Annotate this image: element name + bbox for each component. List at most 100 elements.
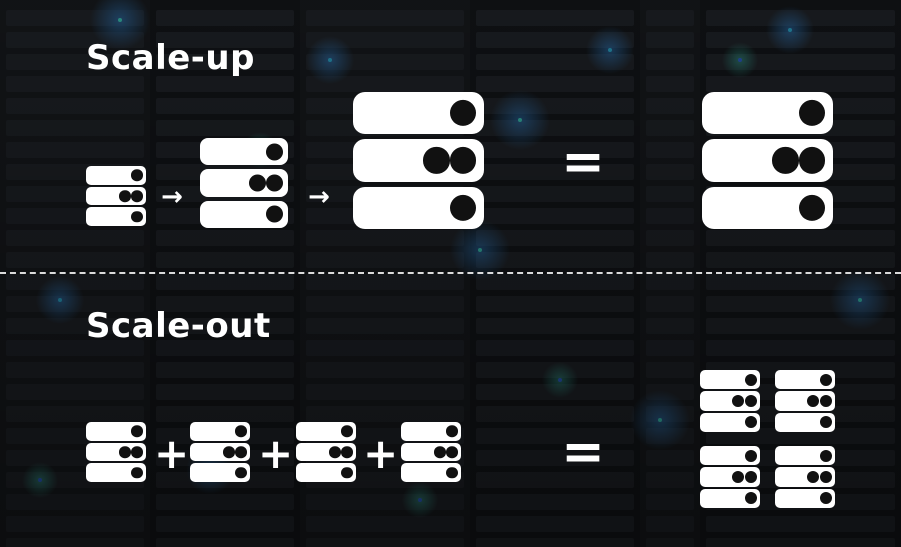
server-led-dot <box>819 373 832 386</box>
server-led-dot <box>131 425 143 438</box>
server-stack-icon <box>86 166 146 226</box>
arrow-right-icon: → <box>161 182 183 212</box>
server-unit <box>353 139 484 182</box>
plus-icon: + <box>258 429 294 478</box>
server-stack-icon <box>200 138 288 228</box>
server-unit <box>700 370 760 390</box>
server-unit <box>700 391 760 411</box>
server-led-dot <box>744 394 757 407</box>
server-unit <box>353 186 484 229</box>
server-unit <box>401 463 461 482</box>
server-led-dot <box>446 466 458 479</box>
server-stack-icon <box>190 422 250 482</box>
server-led-dot <box>744 373 757 386</box>
server-led-dot <box>235 425 247 438</box>
server-stack-icon <box>702 92 833 229</box>
server-led-dot <box>799 194 826 221</box>
server-led-dot <box>732 470 745 483</box>
server-unit <box>700 488 760 508</box>
server-unit <box>190 422 250 441</box>
server-unit <box>86 463 146 482</box>
equals-icon: = <box>561 132 605 192</box>
server-stack-icon <box>700 370 760 432</box>
server-stack-icon <box>700 446 760 508</box>
server-led-dot <box>450 147 477 174</box>
server-unit <box>775 370 835 390</box>
server-led-dot <box>341 446 353 458</box>
server-led-dot <box>732 394 745 407</box>
server-unit <box>775 488 835 508</box>
server-led-dot <box>266 143 284 161</box>
server-led-dot <box>119 446 131 458</box>
server-unit <box>702 139 833 182</box>
server-led-dot <box>266 205 284 223</box>
server-led-dot <box>131 446 143 458</box>
server-unit <box>86 422 146 441</box>
server-unit <box>190 463 250 482</box>
server-led-dot <box>807 470 820 483</box>
server-unit <box>190 442 250 462</box>
arrow-right-icon: → <box>308 182 330 212</box>
server-led-dot <box>446 446 458 458</box>
server-unit <box>775 412 835 432</box>
server-led-dot <box>131 466 143 479</box>
server-stack-icon <box>775 370 835 432</box>
plus-icon: + <box>154 429 190 478</box>
server-unit <box>86 186 146 206</box>
server-led-dot <box>235 446 247 458</box>
server-unit <box>86 442 146 462</box>
server-led-dot <box>235 466 247 479</box>
server-led-dot <box>819 449 832 462</box>
server-led-dot <box>450 194 477 221</box>
server-unit <box>296 442 356 462</box>
server-stack-icon <box>775 446 835 508</box>
server-unit <box>296 463 356 482</box>
server-led-dot <box>819 394 832 407</box>
server-unit <box>200 200 288 228</box>
server-led-dot <box>266 174 284 192</box>
server-unit <box>700 467 760 487</box>
server-unit <box>296 422 356 441</box>
server-led-dot <box>341 466 353 479</box>
server-led-dot <box>744 492 757 505</box>
server-unit <box>86 166 146 185</box>
server-led-dot <box>223 446 235 458</box>
server-led-dot <box>819 470 832 483</box>
server-stack-icon <box>401 422 461 482</box>
server-unit <box>401 422 461 441</box>
server-led-dot <box>446 425 458 438</box>
scale-up-title: Scale-up <box>86 38 255 78</box>
server-led-dot <box>341 425 353 438</box>
server-led-dot <box>819 416 832 429</box>
plus-icon: + <box>363 429 399 478</box>
server-unit <box>401 442 461 462</box>
server-led-dot <box>744 449 757 462</box>
server-unit <box>200 138 288 166</box>
server-unit <box>200 169 288 197</box>
scale-out-title: Scale-out <box>86 306 271 346</box>
server-led-dot <box>799 100 826 127</box>
server-unit <box>702 92 833 135</box>
server-led-dot <box>807 394 820 407</box>
server-stack-icon <box>296 422 356 482</box>
server-led-dot <box>131 210 143 223</box>
server-unit <box>702 186 833 229</box>
server-unit <box>775 391 835 411</box>
server-led-dot <box>744 416 757 429</box>
server-unit <box>86 207 146 226</box>
server-led-dot <box>131 169 143 182</box>
server-led-dot <box>119 190 131 202</box>
server-led-dot <box>772 147 799 174</box>
server-led-dot <box>329 446 341 458</box>
section-divider <box>0 272 901 274</box>
server-led-dot <box>248 174 266 192</box>
server-stack-icon <box>86 422 146 482</box>
server-unit <box>353 92 484 135</box>
server-unit <box>775 446 835 466</box>
server-led-dot <box>434 446 446 458</box>
server-unit <box>700 446 760 466</box>
server-unit <box>700 412 760 432</box>
server-led-dot <box>799 147 826 174</box>
server-led-dot <box>131 190 143 202</box>
server-unit <box>775 467 835 487</box>
